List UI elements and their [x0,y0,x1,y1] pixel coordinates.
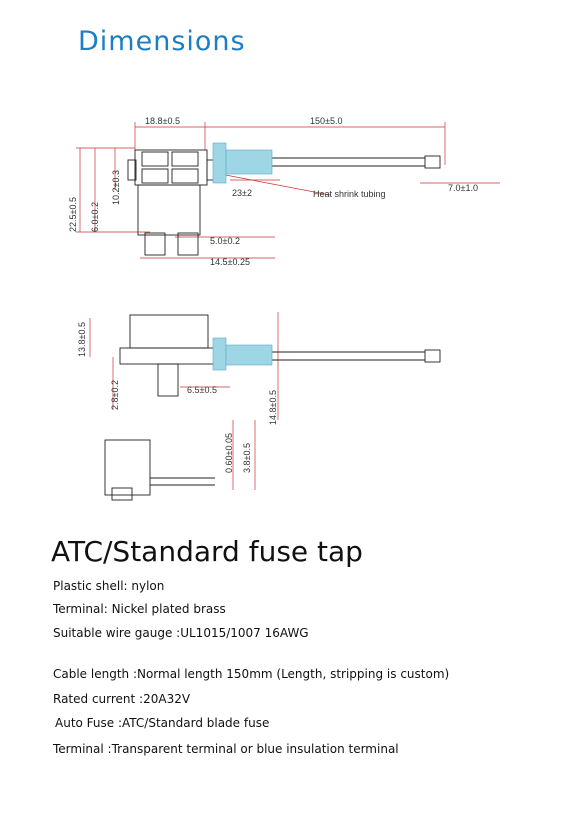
page-title: Dimensions [78,26,246,57]
spec-terminal-type: Terminal :Transparent terminal or blue i… [53,742,399,756]
dim-terminal-height: 3.8±0.5 [242,443,252,473]
dim-blade-width: 5.0±0.2 [210,236,240,246]
dim-body-width: 14.5±0.25 [210,257,250,267]
dim-width-top: 18.8±0.5 [145,116,180,126]
dim-blade-span: 14.8±0.5 [268,390,278,425]
dim-body-height: 6.0±0.2 [90,202,100,232]
technical-drawing: 18.8±0.5 150±5.0 23±2 Heat shrink tubing… [68,116,500,501]
spec-cable-length: Cable length :Normal length 150mm (Lengt… [53,667,450,681]
dim-cable-length: 150±5.0 [310,116,342,126]
dim-lower-height: 2.8±0.2 [110,380,120,410]
spec-terminal: Terminal: Nickel plated brass [53,602,226,616]
spec-auto-fuse: Auto Fuse :ATC/Standard blade fuse [55,716,270,730]
dim-blade-thickness: 0.60±0.05 [224,433,234,473]
dim-offset: 6.5±0.5 [187,385,217,395]
product-title: ATC/Standard fuse tap [51,535,363,568]
heat-shrink-label: Heat shrink tubing [313,189,386,199]
spec-rated-current: Rated current :20A32V [53,692,191,706]
dim-side-height: 13.8±0.5 [77,322,87,357]
spec-plastic-shell: Plastic shell: nylon [53,579,165,593]
spec-wire-gauge: Suitable wire gauge :UL1015/1007 16AWG [53,626,309,640]
dim-height-total: 22.5±0.5 [68,197,78,232]
dim-slot-height: 10.2±0.3 [111,170,121,205]
dim-strip-length: 7.0±1.0 [448,183,478,193]
dim-shrink-length: 23±2 [232,188,252,198]
